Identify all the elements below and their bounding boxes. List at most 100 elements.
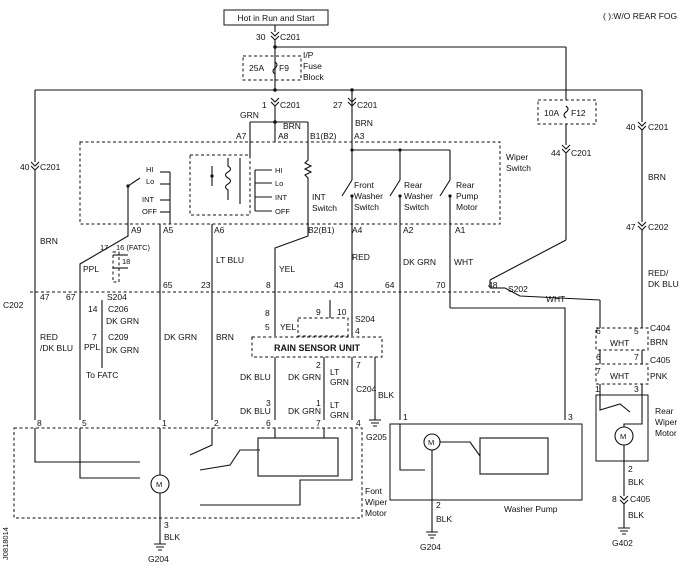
fuse-f9-label: F9 [279,63,289,73]
fuse-f9-box [242,55,302,81]
wire-dkgrn-rs2: DK GRN [288,406,321,416]
c209-pin7: 7 [92,332,97,342]
rs-pin9: 9 [316,307,321,317]
rs-pin1: 1 [316,398,321,408]
sw-pin-a4: A4 [352,225,363,235]
rear-washer-l1: Rear [404,180,423,190]
washer-pump-label: Washer Pump [504,504,558,514]
fwm-pin5: 5 [82,418,87,428]
sw-pin-a3: A3 [354,131,365,141]
wire-wht-a1: WHT [454,257,473,267]
ground-g205: G205 [366,432,387,442]
g204-mid-blk: BLK [436,514,452,524]
hot-in-run-box [223,9,329,26]
wire-dkgrn-c209: DK GRN [106,345,139,355]
fuse-f12-box [537,99,597,125]
wire-grn-top: GRN [240,110,259,120]
wire-yel-rs: YEL [280,322,296,332]
c202-pin67: 67 [66,292,76,302]
fwm-pin8: 8 [37,418,42,428]
wire-brn-c404: BRN [650,337,668,347]
sw-pos-hi-right: HI [275,166,283,175]
sw-pin-b2b1: B2(B1) [308,225,335,235]
rwm-pin1: 1 [595,384,600,394]
rear-pump-l1: Rear [456,180,475,190]
wire-wht-c404: WHT [610,338,629,348]
to-fatc-label: To FATC [86,370,118,380]
wiper-switch-box [79,141,501,225]
int-switch-l1: INT [312,192,326,202]
washer-motor-m: M [428,438,434,447]
fuse-f12-label: F12 [571,108,586,118]
ground-g204-mid: G204 [420,542,441,552]
c206-label: C206 [108,304,129,314]
fatc-pin16: 16 (FATC) [116,243,151,252]
fatc-pin18: 18 [122,257,130,266]
rear-wiper-motor-box [595,394,649,462]
wire-dkgrn-65: DK GRN [164,332,197,342]
c202-pin47: 47 [40,292,50,302]
g204-mid-pin2: 2 [436,500,441,510]
fwm-pin1: 1 [162,418,167,428]
wire-red-dkblu-right-l2: DK BLU [648,279,679,289]
c405b-label: C405 [630,494,651,504]
c201-right-pin40: 40 [626,122,636,132]
fwm-pin6: 6 [266,418,271,428]
wire-yel: YEL [279,264,295,274]
side-code: J0818014 [1,527,10,560]
c201-top-label: C201 [280,32,301,42]
c202-pin43: 43 [334,280,344,290]
front-wiper-motor-box [13,427,363,519]
front-wiper-l3: Motor [365,508,387,518]
c201-f12-label: C201 [571,148,592,158]
rs-pin2: 2 [316,360,321,370]
wire-ltgrn-l3: LT [330,400,339,410]
wiper-switch-title-l2: Switch [506,163,531,173]
c405-label: C405 [650,355,671,365]
wire-ltgrn-l2: GRN [330,377,349,387]
sw-pos-hi-left: HI [146,165,154,174]
c209-label: C209 [108,332,129,342]
washer-pump-box [389,423,583,501]
rs-pin10: 10 [337,307,347,317]
c201-left-label: C201 [40,162,61,172]
sw-pos-off-left: OFF [142,207,157,216]
rear-pump-l2: Pump [456,191,478,201]
c202-pin70: 70 [436,280,446,290]
g204-left-blk: BLK [164,532,180,542]
c201-right-label: C201 [648,122,669,132]
sw-pin-a9: A9 [131,225,142,235]
fatc-pin17: 17 [100,243,108,252]
front-washer-l3: Switch [354,202,379,212]
wire-ppl-c209: PPL [84,342,100,352]
wire-red-dkblu-left-l2: /DK BLU [40,343,73,353]
fuse-block-l3: Block [303,72,325,82]
rs-pin5: 5 [265,322,270,332]
wire-red-dkblu-left-l1: RED [40,332,58,342]
wire-blk-g205: BLK [378,390,394,400]
sw-pos-lo-left: Lo [146,177,154,186]
wire-red-dkblu-right-l1: RED/ [648,268,669,278]
front-wiper-l2: Wiper [365,497,387,507]
sw-pin-a7: A7 [236,131,247,141]
ground-g402: G402 [612,538,633,548]
c202-left-label: C202 [3,300,24,310]
rain-sensor-label: RAIN SENSOR UNIT [274,343,361,353]
c206-pin14: 14 [88,304,98,314]
sw-pin-a2: A2 [403,225,414,235]
front-washer-l1: Front [354,180,374,190]
wire-ltblu: LT BLU [216,255,244,265]
c202-pin65: 65 [163,280,173,290]
c404-pin5: 5 [634,326,639,336]
ground-g204-left: G204 [148,554,169,564]
rear-washer-l3: Switch [404,202,429,212]
fuse-f9-amp: 25A [249,63,264,73]
wire-pnk-c405: PNK [650,371,668,381]
legend-note: ( ):W/O REAR FOG [603,11,677,21]
c201-pin44: 44 [551,148,561,158]
c404-pin6a: 6 [596,326,601,336]
c204-label: C204 [356,384,377,394]
wire-ltgrn-l4: GRN [330,410,349,420]
wire-brn-23: BRN [216,332,234,342]
c201-mid-label2: C201 [357,100,378,110]
